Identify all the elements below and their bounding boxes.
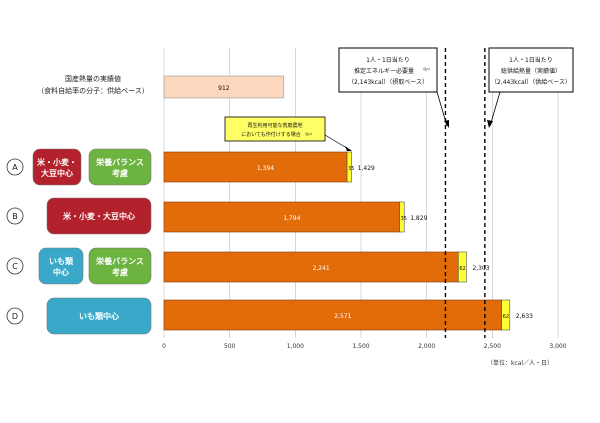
callout-renewable-sup: （注2） [303,131,314,136]
row-letter: C [12,262,18,271]
bar-total-label: 1,829 [410,215,427,222]
category-pill-line1: 米・小麦・ [36,157,77,167]
category-pill-line1: 栄養バランス [95,256,144,266]
bar-value-label: 2,571 [334,313,351,320]
category-pill-line1: いも類中心 [79,311,119,321]
bar-increment-label: 62 [503,314,509,320]
baseline-label-line2: （食料自給率の分子：供給ベース） [37,86,149,95]
callout-supply-line3: （2,443kcal）（供給ベース） [491,78,571,86]
bar-domestic-C [163,251,459,283]
category-pill-line1: 米・小麦・大豆中心 [62,211,135,221]
bar-renewable-B [399,201,405,233]
bar-increment-label: 62 [459,266,465,272]
category-pill [32,148,82,186]
baseline-bar [163,75,285,99]
callout-supply-line2: 総供給熱量（実績値） [501,67,561,75]
x-tick-label: 2,500 [484,343,501,350]
callout-supply-line1: 1人・1日当たり [509,56,553,64]
callout-intake-line1: 1人・1日当たり [366,56,410,64]
bar-total-label: 1,429 [358,165,375,172]
callout-intake-line2: 推定エネルギー必要量 [354,67,414,75]
bar-domestic-A [163,151,348,183]
callout-intake-sup: （注1） [421,66,432,71]
baseline-bar-label: 912 [218,85,230,92]
bar-total-label: 2,633 [516,313,533,320]
bar-renewable-A [346,151,352,183]
row-letter: A [12,163,18,172]
callout-supply-arrowhead [487,120,493,128]
bar-increment-label: 35 [401,216,407,222]
category-pill-line1: 栄養バランス [95,157,144,167]
x-tick-label: 1,000 [287,343,304,350]
bar-domestic-D [163,299,502,331]
callout-intake-arrowhead [444,120,449,128]
category-pill-line2: 中心 [53,267,69,277]
category-pill-line2: 大豆中心 [41,168,73,178]
category-pill [46,297,152,335]
callout-intake-box [338,47,438,93]
bar-value-label: 2,241 [313,265,330,272]
category-pill-line1: いも類 [49,256,74,266]
category-pill-line2: 考慮 [112,168,128,178]
bar-value-label: 1,394 [257,165,274,172]
bar-renewable-C [458,251,467,283]
category-pill [46,197,152,235]
row-letter: B [12,212,18,221]
callout-renewable-line1: 再生利用可能な荒廃農地 [247,122,302,129]
bar-domestic-B [163,201,400,233]
row-letter-circle [6,207,24,225]
bar-total-label: 2,303 [472,265,489,272]
baseline-label-line1: 国産熱量の実績値 [65,74,121,83]
callout-renewable-arrowhead [345,146,352,151]
x-tick-label: 500 [224,343,236,350]
row-letter: D [12,312,18,321]
category-pill-line2: 考慮 [112,267,128,277]
category-pill [88,148,152,186]
unit-label: （単位：kcal／人・日） [487,359,553,367]
bar-renewable-D [501,299,511,331]
callout-supply-box [488,47,574,93]
x-tick-label: 2,000 [418,343,435,350]
callout-supply-arrow [489,91,501,127]
x-tick-label: 3,000 [549,343,566,350]
bar-increment-label: 35 [348,166,354,172]
x-tick-label: 1,500 [352,343,369,350]
bar-value-label: 1,794 [283,215,300,222]
category-pill [38,247,84,285]
callout-intake-line3: （2,143kcal）（摂取ベース） [348,78,428,86]
category-pill [88,247,152,285]
x-tick-label: 0 [162,343,166,350]
row-letter-circle [6,158,24,176]
callout-renewable-box [224,116,326,142]
callout-renewable-line2: においても作付けする場合 [241,131,301,138]
row-letter-circle [6,307,24,325]
row-letter-circle [6,257,24,275]
callout-intake-arrow [436,91,448,127]
